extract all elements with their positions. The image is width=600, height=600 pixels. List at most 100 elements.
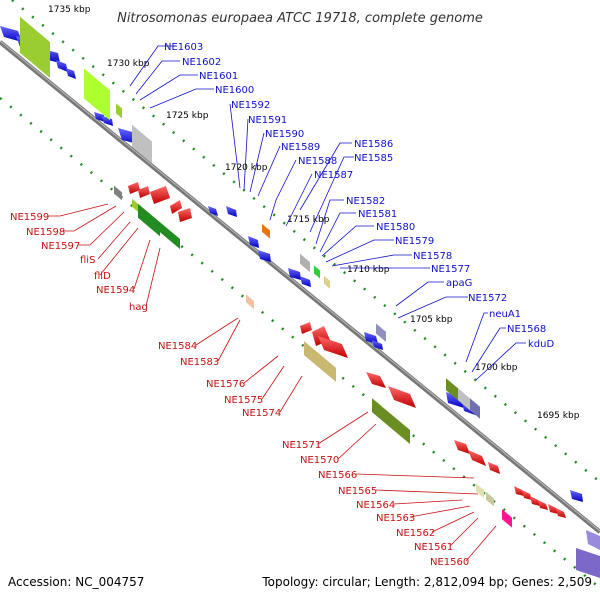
- gene-label[interactable]: NE1582: [346, 196, 385, 207]
- gene-block[interactable]: [502, 509, 512, 528]
- gene-label[interactable]: NE1597: [41, 241, 80, 252]
- gene-label[interactable]: NE1565: [338, 486, 377, 497]
- gene-label[interactable]: NE1578: [413, 251, 452, 262]
- gene-label[interactable]: NE1590: [265, 129, 304, 140]
- gene-block[interactable]: [372, 398, 410, 445]
- gene-arrow[interactable]: [102, 116, 113, 126]
- gene-arrow[interactable]: [318, 336, 348, 358]
- gene-arrow[interactable]: [226, 206, 237, 217]
- gene-arrow[interactable]: [366, 372, 386, 388]
- gene-label[interactable]: NE1568: [507, 324, 546, 335]
- gene-label[interactable]: NE1572: [468, 293, 507, 304]
- gene-arrow[interactable]: [178, 208, 192, 222]
- gene-arrow[interactable]: [300, 322, 312, 334]
- gene-arrow[interactable]: [454, 440, 470, 454]
- gene-label[interactable]: NE1602: [182, 57, 221, 68]
- gene-arrow[interactable]: [300, 276, 311, 287]
- gene-label[interactable]: fliS: [80, 255, 95, 266]
- gene-arrow[interactable]: [94, 112, 105, 122]
- gene-block[interactable]: [132, 198, 138, 212]
- gene-label[interactable]: hag: [129, 302, 148, 313]
- gene-block[interactable]: [246, 294, 254, 310]
- gene-label[interactable]: NE1603: [164, 42, 203, 53]
- gene-block[interactable]: [486, 491, 494, 507]
- gene-label[interactable]: NE1588: [298, 156, 337, 167]
- gene-label[interactable]: NE1587: [314, 170, 353, 181]
- gene-label[interactable]: NE1585: [354, 153, 393, 164]
- gene-label[interactable]: NE1574: [242, 408, 281, 419]
- gene-block[interactable]: [132, 124, 152, 164]
- gene-arrow[interactable]: [514, 486, 524, 496]
- gene-block[interactable]: [138, 203, 160, 237]
- gene-arrow[interactable]: [548, 504, 558, 514]
- gene-arrow[interactable]: [56, 60, 68, 72]
- gene-label[interactable]: NE1594: [96, 285, 135, 296]
- gene-label[interactable]: NE1592: [231, 100, 270, 111]
- gene-label[interactable]: NE1600: [215, 85, 254, 96]
- gene-arrow[interactable]: [538, 500, 548, 510]
- gene-block[interactable]: [20, 16, 50, 78]
- gene-label[interactable]: NE1562: [396, 528, 435, 539]
- gene-arrow[interactable]: [288, 268, 301, 280]
- gene-block[interactable]: [114, 185, 122, 201]
- gene-block[interactable]: [458, 388, 472, 413]
- gene-arrow[interactable]: [258, 250, 271, 262]
- gene-arrow[interactable]: [586, 530, 600, 550]
- gene-arrow[interactable]: [522, 490, 532, 500]
- gene-label[interactable]: NE1589: [281, 142, 320, 153]
- gene-arrow[interactable]: [208, 206, 218, 216]
- gene-arrow[interactable]: [0, 26, 22, 42]
- gene-label[interactable]: NE1583: [180, 357, 219, 368]
- gene-arrow[interactable]: [138, 186, 150, 198]
- gene-label[interactable]: NE1571: [282, 440, 321, 451]
- gene-arrow[interactable]: [128, 182, 140, 194]
- gene-label[interactable]: NE1577: [431, 264, 470, 275]
- gene-label[interactable]: apaG: [446, 278, 472, 289]
- gene-label[interactable]: NE1560: [430, 557, 469, 568]
- gene-arrow[interactable]: [446, 392, 464, 408]
- gene-label[interactable]: NE1563: [376, 513, 415, 524]
- gene-label[interactable]: NE1584: [158, 341, 197, 352]
- gene-arrow[interactable]: [150, 186, 170, 204]
- gene-label[interactable]: NE1580: [376, 222, 415, 233]
- gene-label[interactable]: NE1579: [395, 236, 434, 247]
- gene-label[interactable]: NE1599: [10, 212, 49, 223]
- gene-block[interactable]: [262, 223, 270, 239]
- gene-block[interactable]: [476, 483, 484, 499]
- gene-arrow[interactable]: [248, 236, 259, 248]
- gene-block[interactable]: [300, 253, 310, 273]
- gene-block[interactable]: [376, 323, 386, 342]
- gene-arrow[interactable]: [530, 496, 540, 506]
- gene-arrow[interactable]: [372, 340, 383, 350]
- gene-block[interactable]: [324, 275, 330, 289]
- gene-block[interactable]: [446, 378, 460, 402]
- gene-arrow[interactable]: [576, 548, 600, 578]
- gene-arrow[interactable]: [388, 386, 416, 408]
- gene-label[interactable]: NE1575: [224, 395, 263, 406]
- gene-arrow[interactable]: [556, 508, 566, 518]
- gene-label[interactable]: NE1570: [300, 455, 339, 466]
- gene-label[interactable]: NE1576: [206, 379, 245, 390]
- gene-label[interactable]: neuA1: [489, 309, 521, 320]
- gene-arrow[interactable]: [66, 68, 76, 79]
- gene-arrow[interactable]: [468, 450, 486, 466]
- gene-label[interactable]: NE1591: [248, 115, 287, 126]
- gene-block[interactable]: [304, 341, 336, 382]
- gene-label[interactable]: NE1581: [358, 209, 397, 220]
- gene-label[interactable]: NE1598: [26, 227, 65, 238]
- gene-label[interactable]: NE1564: [356, 500, 395, 511]
- gene-block[interactable]: [160, 222, 180, 250]
- gene-arrow[interactable]: [570, 490, 583, 502]
- gene-block[interactable]: [470, 398, 480, 419]
- gene-arrow[interactable]: [488, 462, 500, 474]
- gene-block[interactable]: [84, 68, 110, 121]
- gene-label[interactable]: fliD: [94, 271, 111, 282]
- gene-arrow[interactable]: [170, 200, 182, 214]
- gene-label[interactable]: NE1601: [199, 71, 238, 82]
- gene-block[interactable]: [116, 103, 122, 119]
- gene-label[interactable]: NE1566: [318, 470, 357, 481]
- gene-label[interactable]: kduD: [528, 339, 554, 350]
- gene-label[interactable]: NE1561: [414, 542, 453, 553]
- gene-label[interactable]: NE1586: [354, 139, 393, 150]
- gene-block[interactable]: [314, 265, 320, 279]
